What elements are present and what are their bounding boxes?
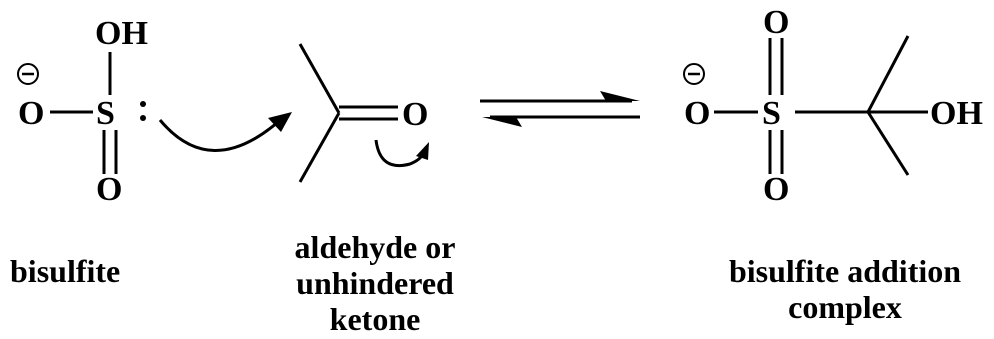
equilibrium-arrows-icon [480,91,640,127]
atom-o-bottom: O [96,171,122,208]
atom-oh-top: OH [95,15,148,52]
methyl-bond-upper [298,43,341,114]
nucleophilic-attack-arrow [158,112,292,152]
lone-pair-dot-top [140,101,146,107]
atom-o-carbonyl: O [402,96,428,133]
label-complex-line-2: complex [788,289,902,325]
lone-pair-dot-bottom [140,115,146,121]
atom-o-bottom-product: O [763,171,789,208]
addition-complex-molecule: O O S O OH [683,4,983,208]
label-addition-complex: bisulfite addition complex [729,253,961,325]
pi-electron-arrow [374,139,429,167]
methyl-bond-lower-product [866,111,910,176]
atom-s-product: S [762,95,781,132]
atom-oh-product: OH [930,95,983,132]
label-carbonyl-line-3: ketone [330,301,421,337]
carbonyl-molecule: O [298,43,428,183]
atom-o-left-product: O [684,95,710,132]
label-carbonyl: aldehyde or unhindered ketone [295,229,456,337]
bisulfite-molecule: OH S O O [17,15,148,208]
label-carbonyl-line-2: unhindered [296,265,454,301]
atom-o-left: O [18,95,44,132]
negative-charge-icon-product [683,63,705,85]
label-complex-line-1: bisulfite addition [729,253,961,289]
methyl-bond-lower [298,112,341,183]
atom-s: S [96,95,115,132]
label-carbonyl-line-1: aldehyde or [295,229,456,265]
forward-arrow-head [600,91,640,101]
label-bisulfite: bisulfite [10,253,120,289]
methyl-bond-upper-product [866,35,910,113]
reverse-arrow-head [482,117,522,127]
negative-charge-icon [17,63,39,85]
atom-o-top-product: O [763,4,789,41]
